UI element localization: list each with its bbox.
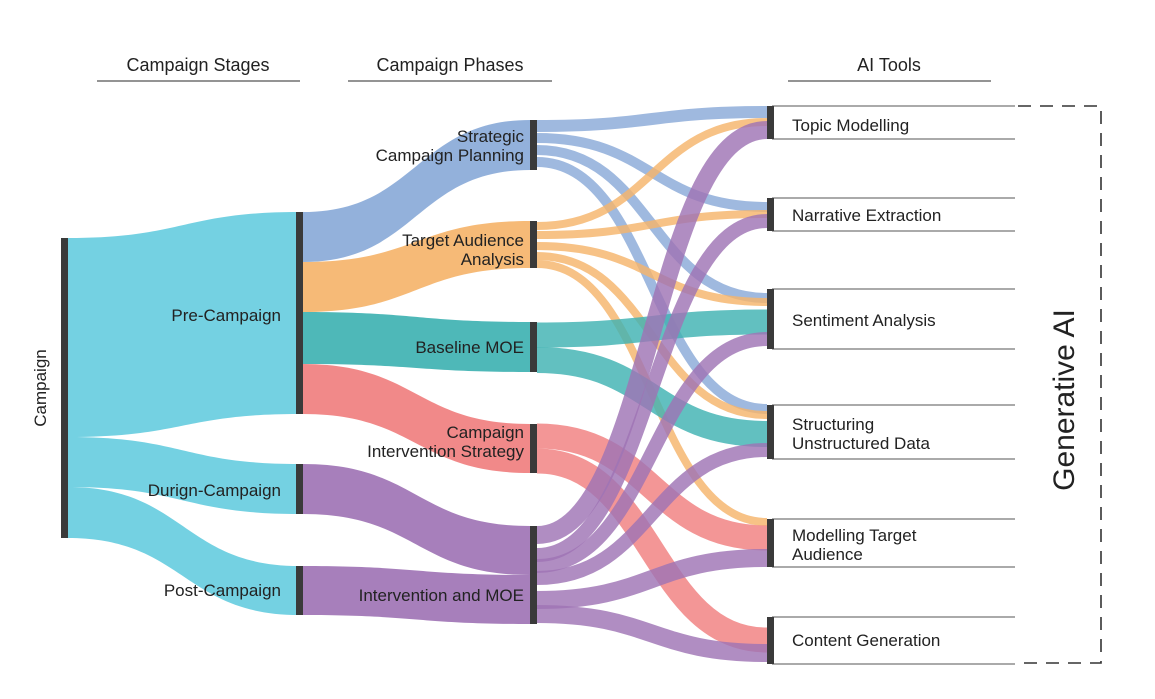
flow-root-to-stage-1	[68, 212, 299, 437]
header-campaign-phases: Campaign Phases	[376, 55, 523, 75]
node-intervention-and-moe	[530, 526, 537, 624]
flow-stage-to-phase-5	[303, 464, 530, 575]
node-intervention-strategy	[530, 424, 537, 473]
flow-stage-to-phase-2	[303, 221, 530, 312]
label-stage-1: Pre-Campaign	[171, 306, 281, 325]
label-phase-3: Baseline MOE	[415, 338, 524, 357]
label-tool-2: Narrative Extraction	[792, 206, 941, 225]
node-bars	[61, 106, 774, 664]
flow-links	[68, 106, 768, 662]
flow-phase-to-tool-12	[536, 423, 768, 551]
node-structuring-data	[767, 405, 774, 459]
label-tool-1: Topic Modelling	[792, 116, 909, 135]
label-tool-6: Content Generation	[792, 631, 940, 650]
flow-stage-to-phase-1	[303, 120, 530, 262]
node-campaign	[61, 238, 68, 538]
node-narrative-extraction	[767, 198, 774, 231]
node-target-audience-analysis	[530, 221, 537, 268]
header-ai-tools: AI Tools	[857, 55, 921, 75]
tool-row-separators	[772, 105, 1015, 665]
flow-phase-to-tool-6	[536, 210, 768, 239]
flow-phase-to-tool-17	[536, 443, 768, 585]
flow-stage-to-phase-6	[303, 566, 530, 624]
flow-stage-to-phase-3	[303, 312, 530, 372]
generative-ai-bracket	[1018, 105, 1102, 664]
node-strategic-planning	[530, 120, 537, 170]
flow-phase-to-tool-1	[536, 106, 768, 132]
node-labels: Campaign Pre-CampaignDurign-CampaignPost-…	[31, 116, 941, 650]
node-topic-modelling	[767, 106, 774, 139]
node-baseline-moe	[530, 322, 537, 372]
flow-root-to-stage-2	[68, 437, 299, 514]
flow-phase-to-tool-7	[536, 242, 768, 306]
label-stage-2: Durign-Campaign	[148, 481, 281, 500]
node-post-campaign	[296, 566, 303, 615]
generative-ai-label: Generative AI	[1048, 309, 1081, 491]
flow-phase-to-tool-19	[536, 605, 768, 662]
label-campaign: Campaign	[31, 349, 50, 427]
flow-stage-to-phase-4	[303, 364, 530, 473]
label-stage-3: Post-Campaign	[164, 581, 281, 600]
node-modelling-target-audience	[767, 519, 774, 567]
node-content-generation	[767, 617, 774, 664]
flow-phase-to-tool-18	[536, 549, 768, 609]
header-campaign-stages: Campaign Stages	[126, 55, 269, 75]
label-phase-5: Intervention and MOE	[359, 586, 524, 605]
flow-phase-to-tool-5	[536, 118, 768, 230]
flow-phase-to-tool-14	[536, 121, 768, 544]
node-during-campaign	[296, 464, 303, 514]
flow-phase-to-tool-16	[536, 332, 768, 573]
flow-phase-to-tool-13	[536, 448, 768, 653]
node-pre-campaign	[296, 212, 303, 414]
flow-phase-to-tool-15	[536, 214, 768, 562]
node-sentiment-analysis	[767, 289, 774, 349]
flow-phase-to-tool-4	[536, 157, 768, 414]
label-tool-3: Sentiment Analysis	[792, 311, 936, 330]
flow-root-to-stage-3	[68, 487, 299, 615]
